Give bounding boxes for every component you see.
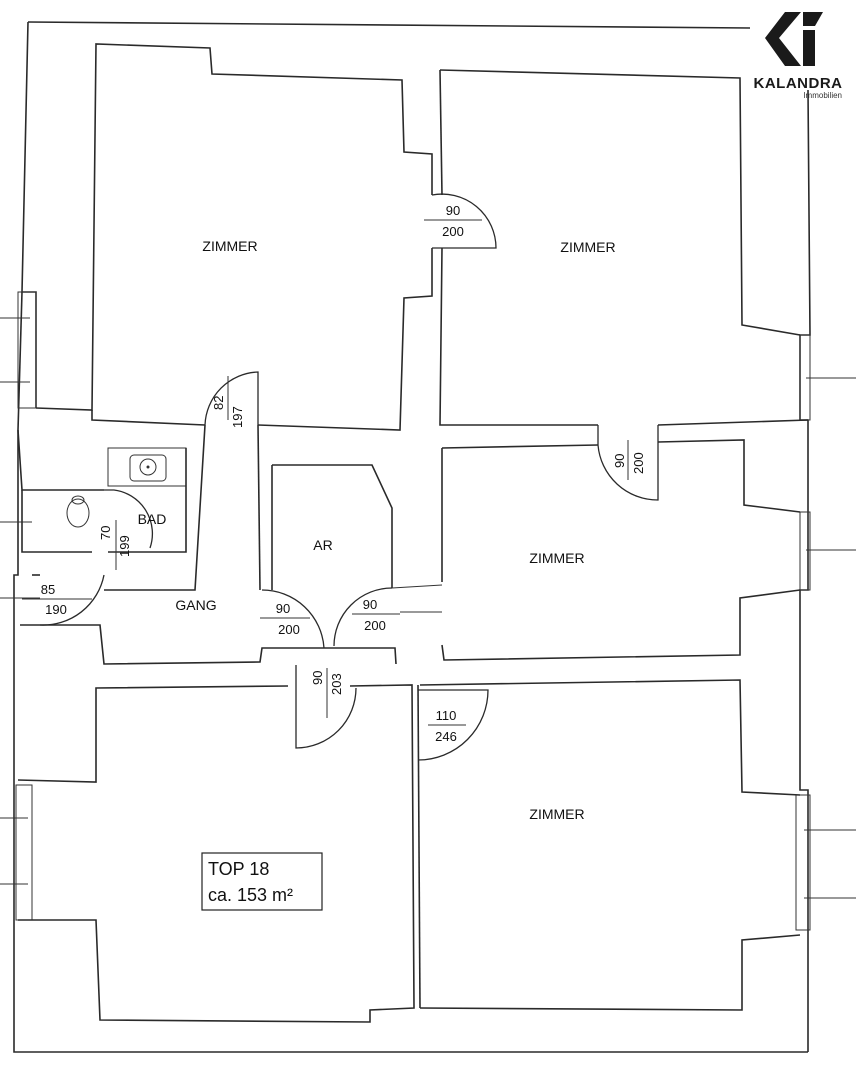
brand-subtitle: Immobilien [803, 91, 842, 100]
sink-icon [129, 454, 167, 482]
bath-and-corridor-walls [17, 424, 443, 665]
unit-info-box: TOP 18 ca. 153 m² [201, 852, 323, 911]
room-label-ar: AR [313, 537, 332, 553]
room-zimmer-mid-right-walls [441, 439, 801, 661]
toilet-icon [66, 495, 90, 528]
door-width: 90 [612, 454, 627, 468]
unit-area: ca. 153 m² [208, 885, 293, 905]
door-width: 110 [436, 708, 457, 723]
door-width: 82 [211, 396, 226, 410]
brand-name: KALANDRA [753, 75, 843, 92]
door-width: 70 [98, 526, 113, 540]
door-width: 85 [41, 582, 55, 597]
room-label-bad: BAD [138, 511, 167, 527]
door-width: 90 [446, 203, 460, 218]
room-zimmer-top-left-walls [35, 43, 433, 431]
door-height: 200 [631, 452, 646, 474]
door-height: 199 [117, 535, 132, 557]
door-width: 90 [310, 671, 325, 685]
door-swings [39, 193, 659, 761]
door-height: 200 [442, 224, 464, 239]
door-height: 246 [435, 729, 457, 744]
door-height: 190 [45, 602, 67, 617]
room-top18-walls [17, 684, 421, 1023]
door-height: 200 [364, 618, 386, 633]
room-label-zimmer-top-right: ZIMMER [560, 239, 615, 255]
room-label-zimmer-top-left: ZIMMER [202, 238, 257, 254]
door-width: 90 [276, 601, 290, 616]
kalandra-ki-logo-icon [765, 12, 823, 66]
door-height: 197 [230, 406, 245, 428]
door-width: 90 [363, 597, 377, 612]
room-label-zimmer-mid-right: ZIMMER [529, 550, 584, 566]
brand-logo: KALANDRA Immobilien [748, 10, 848, 100]
room-label-gang: GANG [175, 597, 216, 613]
door-height: 203 [329, 673, 344, 695]
room-label-zimmer-bottom-right: ZIMMER [529, 806, 584, 822]
room-zimmer-top-right-walls [439, 69, 809, 426]
unit-number: TOP 18 [208, 859, 269, 879]
outer-walls [0, 21, 856, 1053]
door-height: 200 [278, 622, 300, 637]
room-zimmer-bottom-right-walls [419, 679, 801, 1011]
